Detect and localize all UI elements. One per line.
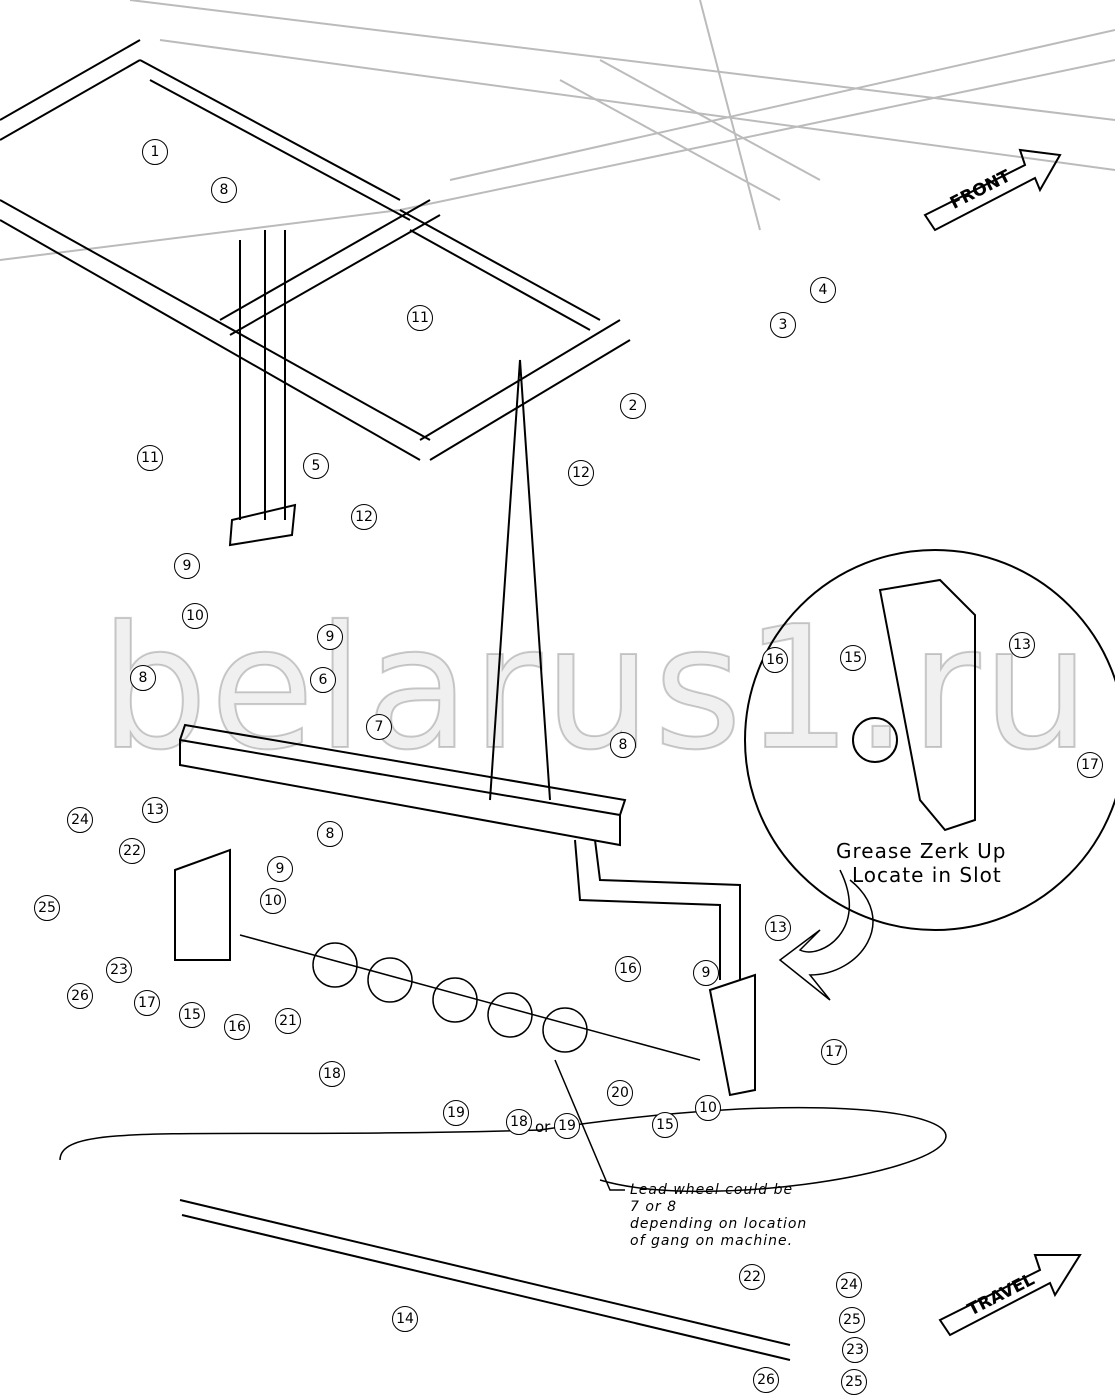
- bracket-13-left: [174, 848, 231, 961]
- callout-part-number: 15: [179, 1002, 205, 1028]
- callout-part-number: 18: [506, 1109, 532, 1135]
- callout-part-number: 15: [652, 1112, 678, 1138]
- inset-detail-circle: [744, 549, 1115, 931]
- inset-bearing-15: [852, 717, 898, 763]
- shaft-14: [179, 1199, 791, 1361]
- callout-part-number: 16: [762, 647, 788, 673]
- callout-part-number: 26: [67, 983, 93, 1009]
- callout-part-number: 9: [267, 856, 293, 882]
- callout-part-number: 16: [224, 1014, 250, 1040]
- callout-part-number: 24: [836, 1272, 862, 1298]
- callout-part-number: 19: [554, 1113, 580, 1139]
- watermark: belarus1.ru: [99, 589, 1092, 789]
- callout-part-number: 11: [137, 445, 163, 471]
- callout-part-number: 8: [130, 665, 156, 691]
- callout-part-number: 10: [182, 603, 208, 629]
- callout-part-number: 14: [392, 1306, 418, 1332]
- callout-part-number: 11: [407, 305, 433, 331]
- spool-wheels: [239, 934, 701, 1061]
- callout-part-number: 12: [351, 504, 377, 530]
- u-bolt-rods: [239, 230, 551, 801]
- callout-part-number: 23: [842, 1337, 868, 1363]
- callout-part-number: 13: [142, 797, 168, 823]
- callout-part-number: 22: [739, 1264, 765, 1290]
- callout-part-number: 5: [303, 453, 329, 479]
- callout-part-number: 9: [174, 553, 200, 579]
- hitch-frame: [0, 39, 631, 461]
- gang-beam-7: [179, 723, 627, 847]
- inset-note-line2: Locate in Slot: [852, 863, 1002, 887]
- lead-wheel-note: Lead wheel could be 7 or 8 depending on …: [630, 1182, 808, 1249]
- callout-part-number: 8: [211, 177, 237, 203]
- callout-part-number: 8: [610, 732, 636, 758]
- callout-part-number: 17: [1077, 752, 1103, 778]
- or-label: or: [535, 1118, 551, 1136]
- callout-part-number: 24: [67, 807, 93, 833]
- inset-note-line1: Grease Zerk Up: [836, 839, 1007, 863]
- callout-part-number: 9: [317, 624, 343, 650]
- callout-part-number: 26: [753, 1367, 779, 1393]
- callout-part-number: 10: [260, 888, 286, 914]
- callout-part-number: 19: [443, 1100, 469, 1126]
- callout-part-number: 3: [770, 312, 796, 338]
- callout-part-number: 10: [695, 1095, 721, 1121]
- callout-part-number: 2: [620, 393, 646, 419]
- callout-part-number: 17: [821, 1039, 847, 1065]
- machine-frame-background: [0, 0, 1115, 261]
- front-arrow: [923, 148, 1062, 232]
- callout-part-number: 16: [615, 956, 641, 982]
- callout-part-number: 1: [142, 139, 168, 165]
- callout-part-number: 13: [1009, 632, 1035, 658]
- callout-part-number: 22: [119, 838, 145, 864]
- bracket-13-right: [708, 973, 756, 1097]
- note-leader: [554, 1059, 625, 1191]
- callout-part-number: 21: [275, 1008, 301, 1034]
- inset-bracket-13: [878, 578, 976, 832]
- inset-arrow: [778, 869, 874, 1001]
- callout-part-number: 12: [568, 460, 594, 486]
- mount-plate-5: [228, 503, 297, 547]
- callout-part-number: 15: [840, 645, 866, 671]
- callout-part-number: 18: [319, 1061, 345, 1087]
- callout-part-number: 6: [310, 667, 336, 693]
- gang-arm: [574, 839, 741, 980]
- shaft-loop: [59, 1106, 947, 1193]
- callout-part-number: 17: [134, 990, 160, 1016]
- callout-part-number: 9: [693, 960, 719, 986]
- callout-part-number: 25: [841, 1369, 867, 1395]
- callout-part-number: 25: [839, 1307, 865, 1333]
- callout-part-number: 23: [106, 957, 132, 983]
- callout-part-number: 7: [366, 714, 392, 740]
- callout-part-number: 20: [607, 1080, 633, 1106]
- callout-part-number: 13: [765, 915, 791, 941]
- travel-arrow: [938, 1254, 1082, 1337]
- callout-part-number: 4: [810, 277, 836, 303]
- callout-part-number: 25: [34, 895, 60, 921]
- callout-part-number: 8: [317, 821, 343, 847]
